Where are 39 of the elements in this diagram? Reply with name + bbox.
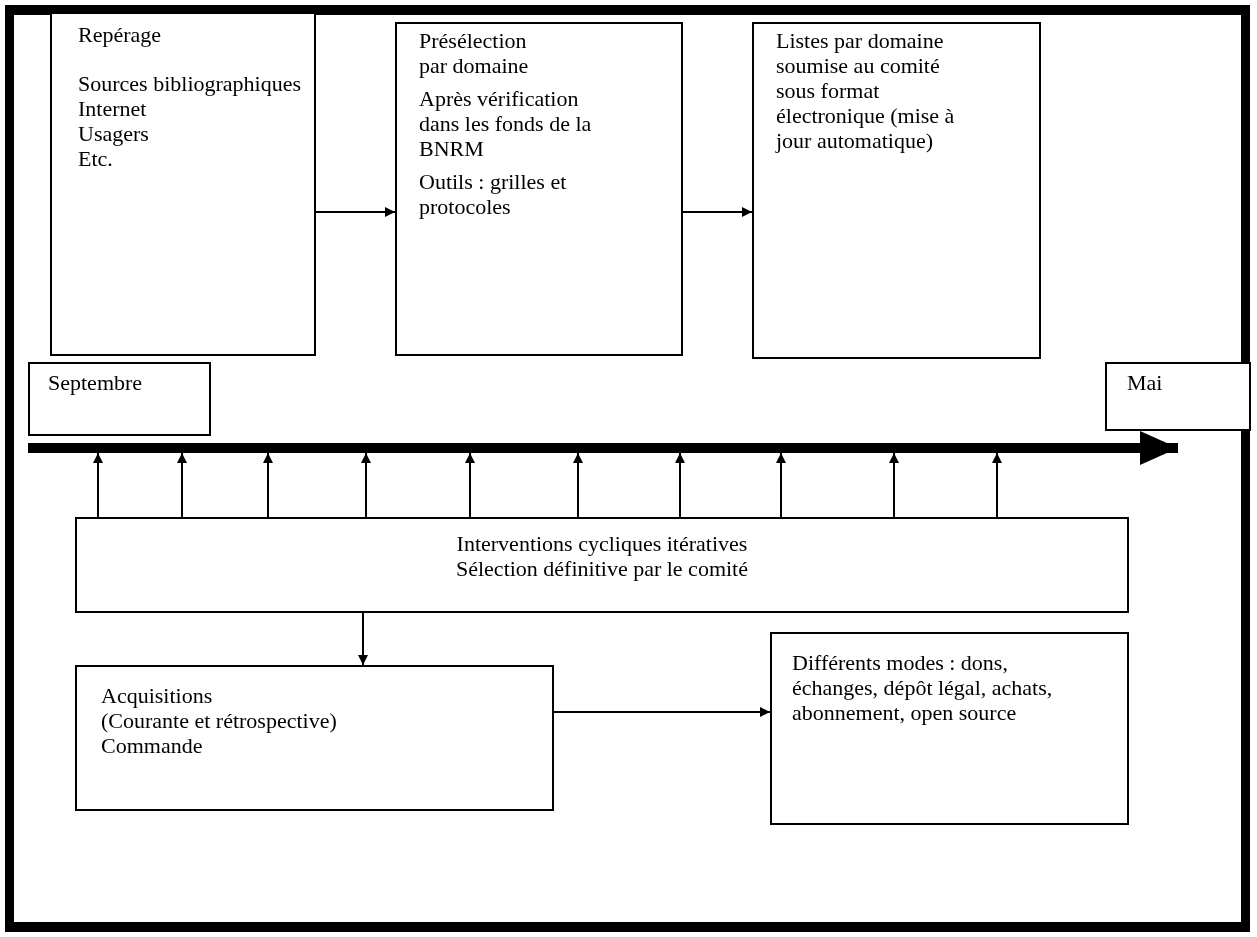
process-box xyxy=(50,12,316,356)
arrow xyxy=(889,452,899,518)
box-text: Listes par domaine soumise au comité sous format électronique (mise à jour automatique) xyxy=(776,28,956,153)
box-text: Acquisitions xyxy=(101,683,213,708)
box-text: Commande xyxy=(101,733,203,758)
box-text: Outils : grilles et protocoles xyxy=(419,169,568,219)
box-text: Mai xyxy=(1127,370,1163,395)
arrow xyxy=(776,452,786,518)
box-text: Septembre xyxy=(48,370,143,395)
process-box xyxy=(75,665,554,811)
process-box xyxy=(395,22,683,356)
box-text: Usagers xyxy=(78,121,149,146)
arrow xyxy=(358,612,368,666)
box-text: Internet xyxy=(78,96,147,121)
box-text: Après vérification dans les fonds de la BNRM xyxy=(419,86,593,161)
arrow xyxy=(553,707,771,717)
box-text: Interventions cycliques itératives xyxy=(456,531,748,556)
box-text: Repérage xyxy=(78,22,162,47)
month-box xyxy=(28,362,211,436)
arrow xyxy=(263,452,273,518)
arrow xyxy=(682,207,753,217)
arrow xyxy=(315,207,396,217)
process-box xyxy=(75,517,1129,613)
process-box xyxy=(752,22,1041,359)
arrow xyxy=(992,452,1002,518)
box-text: Différents modes : dons, échanges, dépôt légal, achats, abonnement, open source xyxy=(792,650,1054,725)
box-text: (Courante et rétrospective) xyxy=(101,708,337,733)
arrow xyxy=(675,452,685,518)
box-text: Sélection définitive par le comité xyxy=(456,556,748,581)
arrow xyxy=(573,452,583,518)
arrow xyxy=(93,452,103,518)
arrow xyxy=(177,452,187,518)
process-box xyxy=(770,632,1129,825)
arrow xyxy=(465,452,475,518)
arrow xyxy=(361,452,371,518)
box-text: Etc. xyxy=(78,146,113,171)
month-box xyxy=(1105,362,1251,431)
box-text: Présélection par domaine xyxy=(419,28,530,78)
box-text: Sources bibliographiques xyxy=(78,71,302,96)
